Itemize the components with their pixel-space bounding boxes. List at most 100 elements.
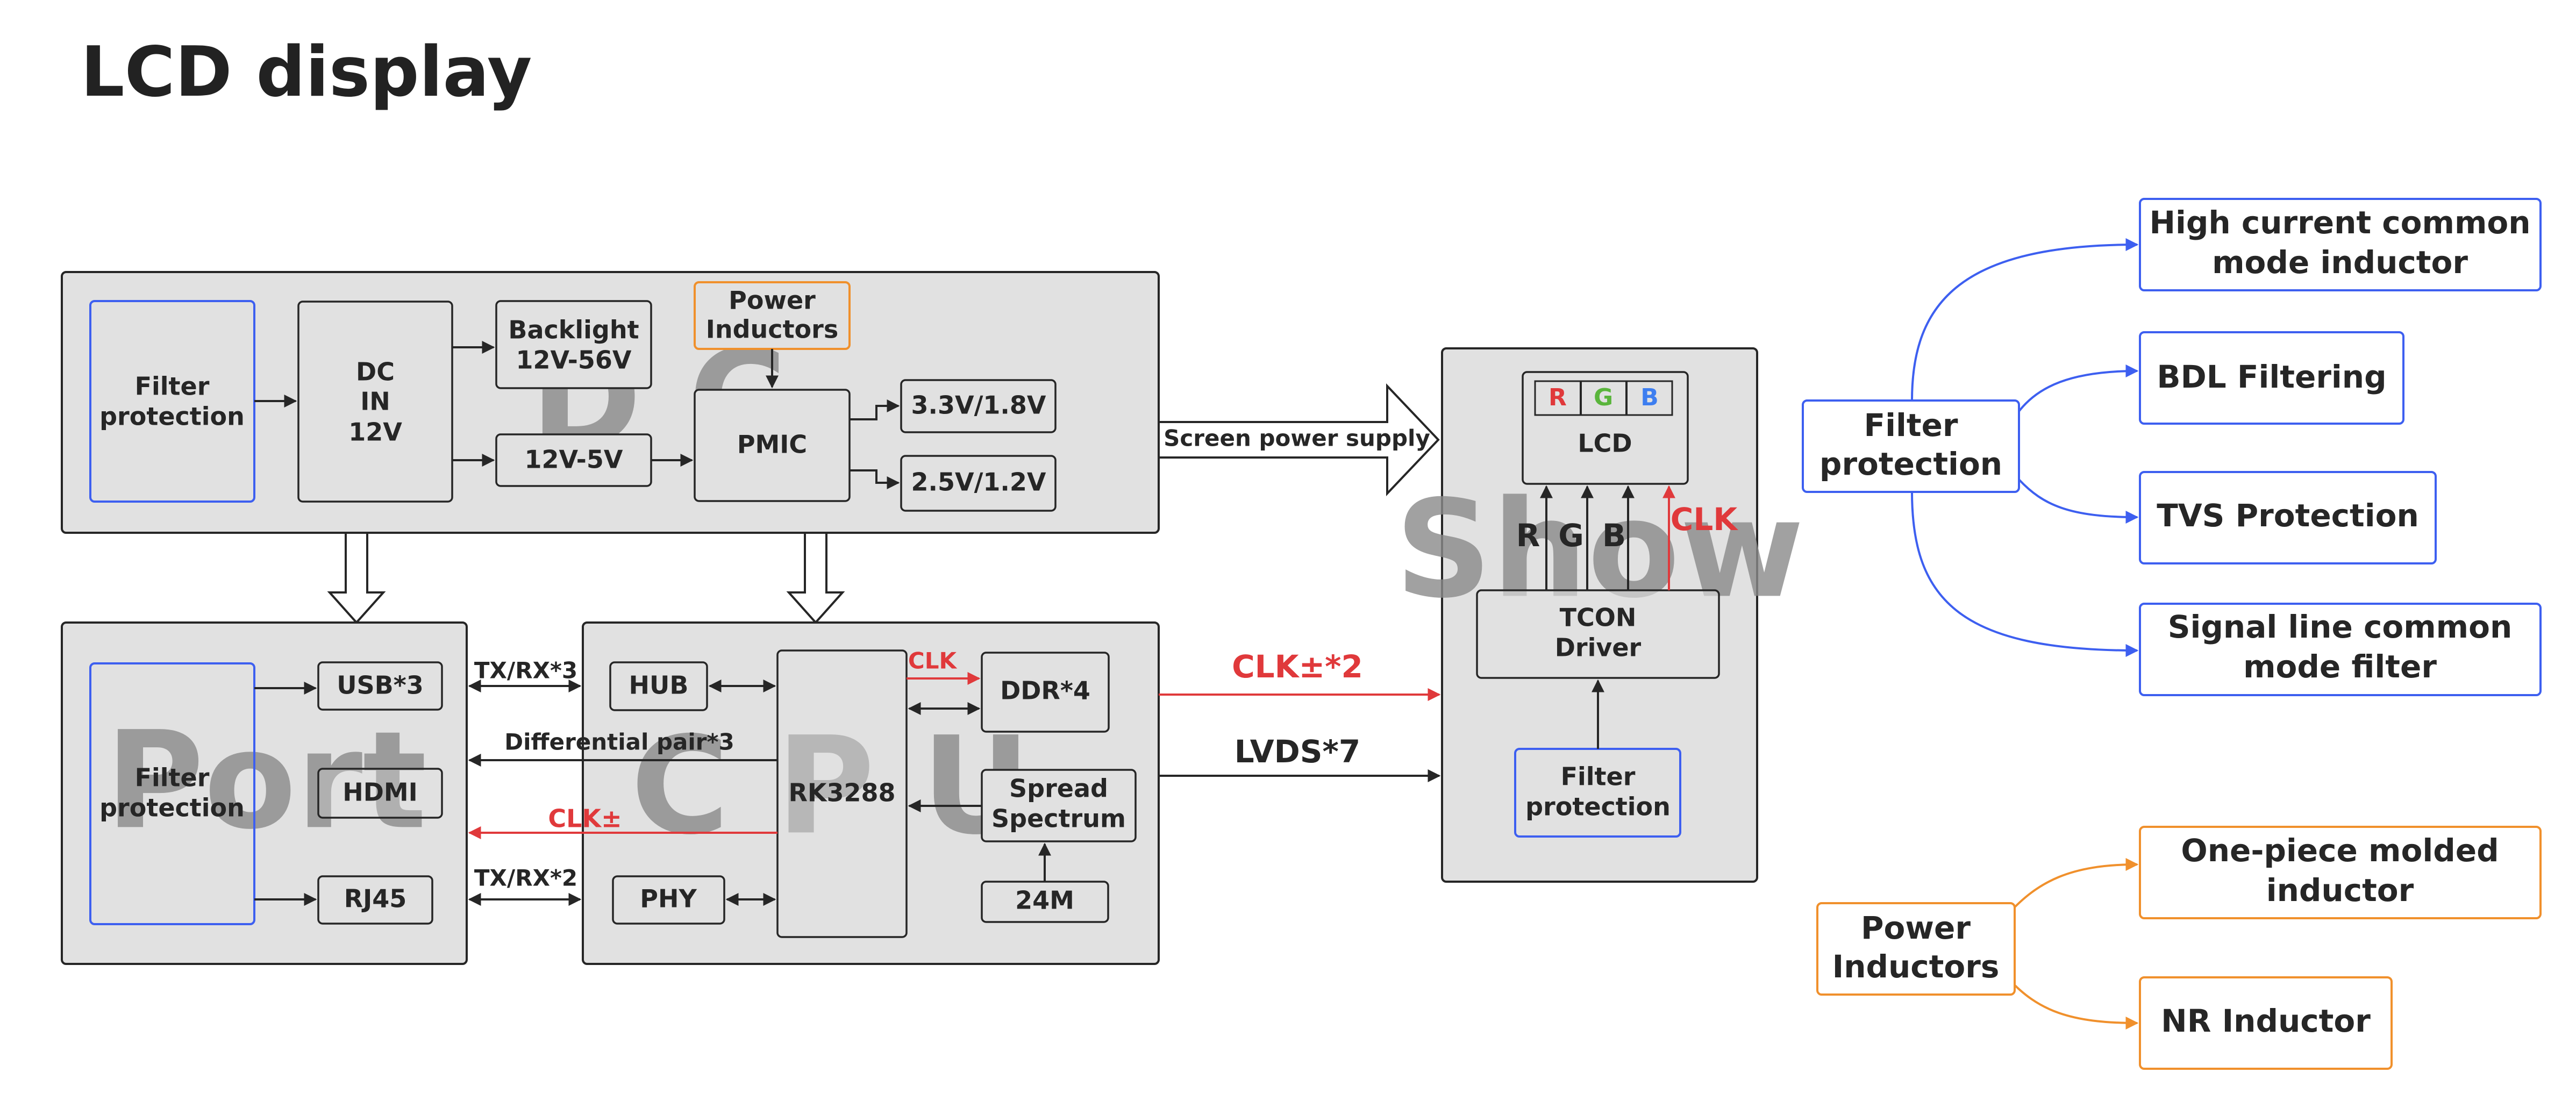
output-2v5-block — [900, 455, 1057, 512]
branch-tvs — [2018, 478, 2139, 524]
show-clk-label: CLK — [1671, 501, 1739, 538]
mindmap-filter-protection: Filter protection High current common mo… — [1802, 198, 2542, 696]
dc-in-label-2: IN — [360, 387, 390, 416]
rgb-strip — [1534, 380, 1673, 416]
rj45-port — [317, 875, 433, 925]
link-clk-pm-label: CLK± — [548, 804, 622, 833]
cpu-clk-label: CLK — [908, 648, 958, 674]
rgb-blue-label: B — [1640, 384, 1659, 411]
bdl-filtering-label: BDL Filtering — [2157, 359, 2386, 395]
signal-line-label-1: Signal line common — [2168, 609, 2513, 645]
line-g-label: G — [1558, 517, 1584, 554]
line-b-label: B — [1602, 517, 1626, 554]
show-panel: Show R G B LCD TCON Driver R G B CLK Fil… — [1395, 347, 1804, 883]
rgb-red-label: R — [1549, 384, 1567, 411]
rj45-label: RJ45 — [344, 884, 407, 913]
filter-protection-root — [1802, 399, 2020, 493]
dc-to-port-arrow — [327, 532, 386, 625]
lcd-label: LCD — [1578, 429, 1632, 458]
output-3v3-label: 3.3V/1.8V — [911, 391, 1046, 420]
port-filter-label-1: Filter — [135, 763, 210, 792]
dc-in-label-1: DC — [356, 358, 395, 387]
hub-label: HUB — [629, 671, 689, 700]
arrow-pmic-to-2v5 — [850, 469, 900, 489]
rk3288-label: RK3288 — [788, 778, 895, 807]
power-root-label-2: Inductors — [1832, 948, 2000, 985]
port-watermark: Port — [105, 702, 427, 859]
link-lvds-label: LVDS*7 — [1235, 733, 1360, 770]
tvs-protection-label: TVS Protection — [2157, 497, 2419, 534]
filter-root-label-2: protection — [1819, 446, 2002, 482]
port-filter-label-2: protection — [99, 794, 245, 823]
backlight-label-2: 12V-56V — [516, 346, 632, 375]
link-differential-label: Differential pair*3 — [504, 729, 734, 755]
high-current-label-2: mode inductor — [2212, 244, 2468, 281]
screen-power-label: Screen power supply — [1164, 425, 1430, 452]
output-2v5-label: 2.5V/1.2V — [911, 468, 1046, 497]
bdl-filtering-node — [2139, 331, 2404, 425]
branch-signal-line — [1911, 491, 2139, 657]
pmic-block — [694, 389, 851, 502]
cpu-panel: C P U HUB PHY RK3288 DDR*4 Spread Spectr… — [582, 621, 1160, 965]
cpu-watermark: C P U — [631, 707, 1031, 864]
one-piece-inductor-node — [2139, 826, 2542, 919]
mindmap-power-inductors: Power Inductors One-piece molded inducto… — [1816, 826, 2542, 1070]
backlight-label-1: Backlight — [508, 316, 639, 345]
converter-label: 12V-5V — [525, 445, 623, 474]
dc-in-label-3: 12V — [348, 418, 402, 447]
spread-label-1: Spread — [1009, 774, 1108, 803]
branch-nr-inductor — [2007, 977, 2139, 1030]
tcon-driver-block — [1476, 589, 1720, 679]
spread-label-2: Spectrum — [991, 804, 1126, 833]
line-r-label: R — [1516, 517, 1540, 554]
rk3288-soc — [776, 649, 908, 938]
one-piece-label-2: inductor — [2266, 872, 2414, 909]
show-filter-label-1: Filter — [1561, 762, 1636, 791]
output-3v3-block — [900, 379, 1057, 433]
port-filter-protection — [89, 662, 255, 925]
dc-in-block — [297, 301, 453, 503]
dc-filter-label-1: Filter — [135, 372, 210, 401]
arrow-pmic-to-3v3 — [850, 399, 900, 420]
usb-label: USB*3 — [337, 671, 424, 700]
rgb-green-label: G — [1594, 384, 1613, 411]
port-panel: Port Filter protection USB*3 HDMI RJ45 — [61, 621, 468, 965]
signal-line-label-2: mode filter — [2243, 648, 2437, 685]
backlight-block — [495, 300, 652, 389]
branch-bdl — [2018, 364, 2139, 412]
signal-line-filter-node — [2139, 603, 2542, 696]
tvs-protection-node — [2139, 471, 2437, 564]
power-inductors-root — [1816, 902, 2016, 996]
dc-filter-label-2: protection — [99, 402, 245, 431]
oscillator-label: 24M — [1015, 886, 1074, 915]
screen-power-arrow — [1158, 383, 1440, 497]
link-tx-rx-2-label: TX/RX*2 — [474, 865, 577, 891]
ddr-block — [981, 652, 1110, 733]
phy-block — [612, 875, 725, 925]
page-title: LCD display — [81, 32, 532, 112]
ddr-label: DDR*4 — [1000, 676, 1090, 705]
filter-root-label-1: Filter — [1864, 407, 1958, 444]
nr-inductor-node — [2139, 976, 2393, 1070]
high-current-label-1: High current common — [2149, 204, 2530, 241]
dc-panel: D C Filter protection DC IN 12V Backligh… — [61, 271, 1160, 534]
pmic-label: PMIC — [737, 430, 807, 459]
dc-power-inductors-label-1: Power — [729, 286, 816, 315]
hub-block — [609, 661, 708, 711]
link-tx-rx-3-label: TX/RX*3 — [474, 657, 577, 684]
show-filter-label-2: protection — [1525, 792, 1671, 821]
tcon-label-2: Driver — [1555, 633, 1642, 662]
phy-label: PHY — [640, 884, 697, 913]
branch-one-piece — [2007, 858, 2139, 915]
nr-inductor-label: NR Inductor — [2161, 1003, 2371, 1039]
one-piece-label-1: One-piece molded — [2181, 832, 2499, 869]
dc-to-cpu-arrow — [786, 532, 845, 625]
power-root-label-1: Power — [1861, 910, 1971, 946]
hdmi-label: HDMI — [342, 778, 418, 807]
hdmi-port — [317, 768, 443, 819]
dc-filter-protection — [89, 300, 255, 503]
branch-high-current — [1911, 238, 2139, 401]
dc-power-inductors-label-2: Inductors — [706, 315, 838, 344]
tcon-label-1: TCON — [1560, 603, 1637, 632]
